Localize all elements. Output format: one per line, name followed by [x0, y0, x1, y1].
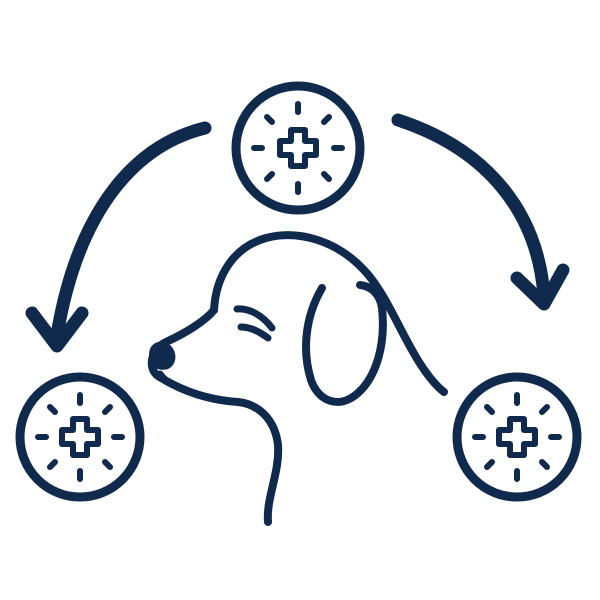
- curved-arrow-head-left: [25, 306, 89, 353]
- badge-circle: [231, 81, 365, 215]
- badge-circle: [452, 372, 582, 502]
- medical-cross-icon: [59, 416, 101, 458]
- arrow-top-to-right: [391, 113, 570, 311]
- dog-head-outline: [210, 231, 448, 396]
- sparkle-rays: [472, 392, 562, 482]
- medical-badge-top: [231, 81, 365, 215]
- curved-arrow-line-left: [50, 121, 212, 342]
- medical-cross-icon: [277, 127, 319, 169]
- dog-snout-outline: [147, 306, 283, 526]
- medical-badge-left: [15, 372, 145, 502]
- curved-arrow-line-right: [391, 113, 551, 303]
- curved-arrow-head-right: [510, 263, 570, 311]
- sparkle-rays: [251, 101, 345, 195]
- dog-eyelash: [237, 323, 272, 342]
- medical-badge-right: [452, 372, 582, 502]
- sparkle-rays: [35, 392, 125, 482]
- dog-eye-closed: [233, 305, 276, 332]
- medical-cross-icon: [496, 416, 538, 458]
- badge-circle: [15, 372, 145, 502]
- dog-head-icon: [147, 231, 448, 526]
- arrow-top-to-left: [25, 121, 212, 353]
- dog-mouth-line: [156, 370, 181, 390]
- dog-ear: [302, 281, 387, 406]
- dog-nose: [149, 341, 176, 370]
